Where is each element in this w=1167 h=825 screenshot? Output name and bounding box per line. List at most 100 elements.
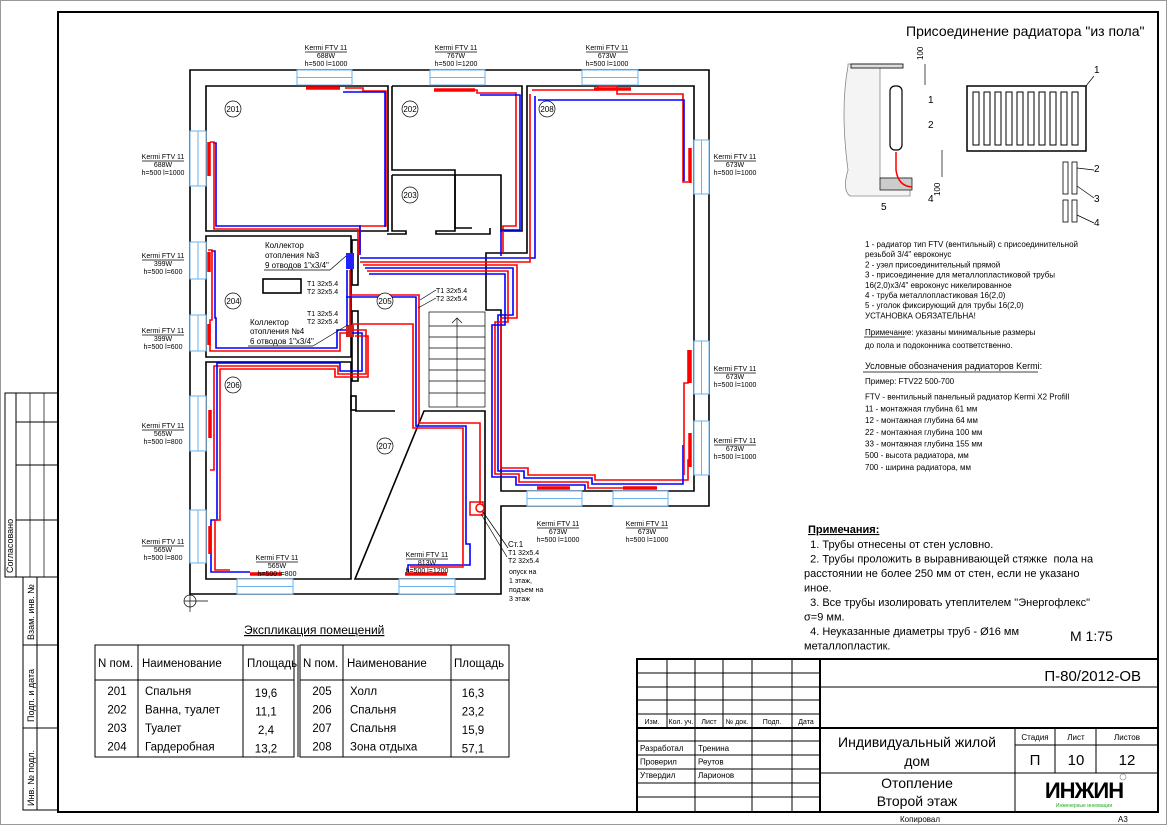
pipe-label-t2: Т2 32x5.4: [307, 289, 338, 296]
riser-note: 3 этаж: [509, 596, 530, 603]
radiator-power: 673W: [638, 529, 657, 536]
room-area-cell: 11,1: [255, 707, 277, 719]
sheet-label: Лист: [1067, 733, 1085, 742]
pipe-label-t1: Т1 32x5.4: [436, 288, 467, 295]
room-area-cell: 23,2: [462, 707, 484, 719]
explication-title: Экспликация помещений: [244, 623, 384, 637]
radiator-model: Kermi FTV 11: [142, 539, 185, 546]
radiator-model: Kermi FTV 11: [142, 328, 185, 335]
callout-5: 5: [881, 202, 887, 213]
doc-code: П-80/2012-ОВ: [1044, 668, 1141, 685]
radiator-size: h=500 l=800: [144, 439, 183, 446]
radiator-model: Kermi FTV 11: [305, 45, 348, 52]
sheet-title-2: Второй этаж: [877, 793, 958, 809]
room-name-cell: Спальня: [350, 723, 396, 735]
room-number: 206: [226, 381, 240, 390]
window: [693, 420, 710, 476]
table-header: Площадь: [247, 658, 297, 670]
radiator-model: Kermi FTV 11: [714, 154, 757, 161]
room-208-walls: [485, 85, 695, 492]
room-number-cell: 206: [312, 705, 331, 717]
staircase: [428, 311, 486, 408]
pipe-label-t1: Т1 32x5.4: [307, 311, 338, 318]
radiator-size: h=500 l=1000: [714, 170, 757, 177]
window: [581, 69, 639, 86]
radiator-power: 399W: [154, 336, 173, 343]
side-stamp: Согласовано Взам. инв. № Подп. и дата Ин…: [4, 392, 59, 811]
room-number-205: 205: [376, 292, 394, 310]
collector-3-label-3: 9 отводов 1"x3/4": [265, 261, 329, 270]
room-area-cell: 15,9: [462, 725, 484, 737]
radiator-connection-detail: Присоединение радиатора "из пола" 100 10…: [843, 23, 1144, 472]
window: [429, 69, 486, 86]
detail-legend-line: УСТАНОВКА ОБЯЗАТЕЛЬНА!: [865, 311, 976, 320]
window: [693, 340, 710, 395]
radiator-model: Kermi FTV 11: [626, 521, 669, 528]
radiator-power: 673W: [726, 162, 745, 169]
note-line: металлопластик.: [804, 641, 890, 653]
radiator-power: 813W: [418, 560, 437, 567]
table-header: Площадь: [454, 658, 504, 670]
collector-3-label-2: отопления №3: [265, 251, 320, 260]
kermi-legend-line: 22 - монтажная глубина 100 мм: [865, 428, 982, 437]
radiator-size: h=500 l=1200: [435, 61, 478, 68]
room-number-206: 206: [224, 376, 242, 394]
table-header: Наименование: [347, 658, 427, 670]
collector-4-label-3: 6 отводов 1"x3/4": [250, 337, 314, 346]
room-number-208: 208: [538, 100, 556, 118]
detail-title: Присоединение радиатора "из пола": [906, 23, 1144, 39]
table-header: Наименование: [142, 658, 222, 670]
table-row: 207 Спальня 15,9: [312, 723, 484, 737]
kermi-legend-line: 500 - высота радиатора, мм: [865, 451, 969, 460]
project-title-1: Индивидуальный жилой: [838, 734, 996, 750]
pipe-label-t1: Т1 32x5.4: [307, 281, 338, 288]
radiator-model: Kermi FTV 11: [406, 552, 449, 559]
radiator-model: Kermi FTV 11: [537, 521, 580, 528]
room-number-cell: 207: [312, 723, 331, 735]
detail-remark-1: Примечание: указаны минимальные размеры: [865, 328, 1036, 337]
kermi-legend-line: 700 - ширина радиатора, мм: [865, 463, 971, 472]
room-number-207: 207: [376, 437, 394, 455]
radiator-power: 673W: [598, 53, 617, 60]
note-line: 4. Неуказанные диаметры труб - Ø16 мм: [804, 626, 1019, 638]
window: [296, 69, 353, 86]
revision-column-header: № док.: [726, 719, 748, 726]
note-line: 2. Трубы проложить в выравнивающей стяжк…: [804, 554, 1094, 566]
stage-label: Стадия: [1021, 733, 1048, 742]
callout-4: 4: [928, 194, 934, 205]
window: [612, 490, 669, 507]
detail-legend-line: 4 - труба металлопластиковая 16(2,0): [865, 291, 1006, 300]
copied-label: Копировал: [900, 815, 940, 824]
dim-top: 100: [916, 46, 925, 60]
detail-legend-line: резьбой 3/4" евроконус: [865, 250, 951, 259]
room-name-cell: Спальня: [350, 705, 396, 717]
note-line: расстоянии не более 250 мм от стен, если…: [804, 568, 1079, 580]
radiator-power: 565W: [154, 431, 173, 438]
revision-column-header: Подп.: [763, 719, 782, 726]
callout-1: 1: [928, 95, 934, 106]
svg-text:ИНЖИН: ИНЖИН: [1045, 778, 1123, 803]
radiator-model: Kermi FTV 11: [714, 438, 757, 445]
room-name-cell: Ванна, туалет: [145, 705, 221, 717]
detail-legend-line: 1 - радиатор тип FTV (вентильный) с прис…: [865, 240, 1078, 249]
collector-4-label-1: Коллектор: [250, 318, 289, 327]
riser-note: опуск на: [509, 569, 536, 576]
callout-1: 1: [1094, 65, 1100, 76]
table-row: 206 Спальня 23,2: [312, 705, 484, 719]
room-area-cell: 2,4: [258, 725, 275, 737]
room-number: 205: [378, 297, 392, 306]
sheets-label: Листов: [1114, 733, 1140, 742]
window: [236, 578, 294, 595]
riser-t1: Т1 32x5.4: [508, 550, 539, 557]
